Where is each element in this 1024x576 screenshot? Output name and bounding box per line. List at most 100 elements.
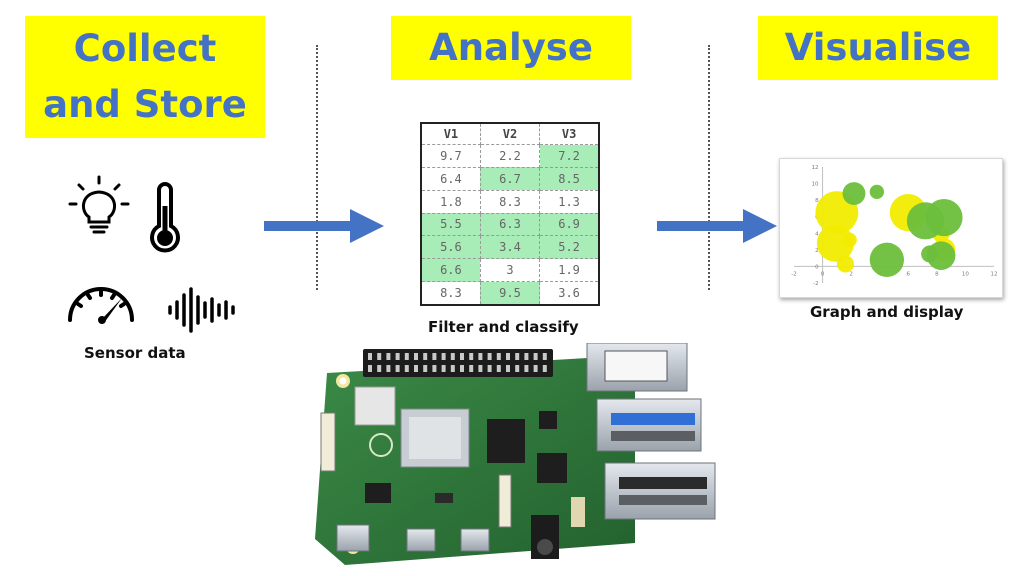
stage-visualise-label: Visualise [784,26,972,69]
gpio-pin [506,353,510,360]
gpio-pin [515,365,520,372]
gpio-pin [533,365,538,372]
table-cell: 1.3 [539,189,600,214]
bubble-green [842,182,866,205]
gpio-pin [496,353,501,360]
gpio-pin [460,353,464,360]
table-cell: 3.4 [479,235,541,260]
stage-collect-box: Collect and Store [25,16,265,138]
gpio-pin [404,353,409,360]
gpio-pin [450,353,455,360]
stage-collect-line1: Collect [73,27,217,70]
table-cell: 6.3 [479,212,541,237]
stage-analyse-box: Analyse [391,16,631,80]
chart-y-tick-label: 2 [815,248,819,254]
bubble-yellow [816,224,854,262]
gpio-pin [478,353,483,360]
bubble-chart-frame: -2024681012121086420-2 [779,158,1003,298]
table-cell: 5.6 [420,235,481,260]
gpio-pin [377,365,382,372]
stage-analyse-label: Analyse [429,26,593,69]
gpio-pin [542,365,547,372]
table-cell: 1.9 [539,258,600,283]
gpio-pin [524,353,529,360]
gpio-pin [515,353,520,360]
bubble-green [869,242,904,277]
table-cell: 5.2 [539,235,600,260]
table-cell: 6.9 [539,212,600,237]
table-cell: 5.5 [420,212,481,237]
chart-y-tick-label: 0 [815,264,819,270]
chart-y-tick-label: 12 [812,165,819,171]
bubble-yellow [836,255,854,273]
table-cell: 6.4 [420,166,481,191]
chart-y-tick-label: -2 [813,281,818,287]
chart-x-tick-label: 8 [935,271,939,277]
chart-x-tick-label: 2 [849,271,853,277]
stage-collect-line2: and Store [43,83,247,126]
bubble-chart: -2024681012121086420-2 [791,165,998,287]
gpio-pin [368,365,372,372]
table-header-row: V1 V2 V3 [420,122,600,145]
table-cell: 8.3 [479,189,541,214]
gpio-pin [386,353,391,360]
chart-y-tick-label: 8 [815,198,819,204]
speedometer-icon [68,287,134,324]
table-header-cell: V3 [539,122,600,145]
gpio-pin [423,365,428,372]
gpio-pin [404,365,409,372]
divider-left [316,45,318,290]
gpio-pin [368,353,372,360]
chart-x-tick-label: 10 [962,271,969,277]
gpio-pin [377,353,382,360]
gpio-pin [414,353,418,360]
gpio-pin [386,365,391,372]
gpio-pin [496,365,501,372]
gpio-pin [469,353,474,360]
soundwave-icon [168,287,235,333]
gpio-pin [395,365,400,372]
table-cell: 1.8 [420,189,481,214]
arrow-collect-to-analyse [264,209,384,243]
gpio-pin [469,365,474,372]
gpio-pin [450,365,455,372]
gpio-pin [441,365,446,372]
lightbulb-icon [68,175,130,234]
gpio-pin [395,353,400,360]
table-cell: 3 [479,258,541,283]
raspberry-pi-board-image [315,343,716,565]
gpio-pin [478,365,483,372]
table-cell: 9.7 [420,144,481,168]
caption-graph-display: Graph and display [810,303,964,321]
gpio-pin [524,365,529,372]
gpio-pin [432,353,437,360]
thermometer-icon [150,182,180,253]
table-cell: 9.5 [479,281,541,306]
gpio-pin [423,353,428,360]
gpio-pin [487,353,492,360]
gpio-pin [432,365,437,372]
chart-x-tick-label: 12 [991,271,998,277]
bubble-yellow [842,232,857,248]
gpio-pin [506,365,510,372]
table-header-cell: V1 [420,122,481,145]
gpio-pin [414,365,418,372]
table-cell: 6.6 [420,258,481,283]
bubble-green [926,241,956,270]
table-cell: 8.3 [420,281,481,306]
table-cell: 8.5 [539,166,600,191]
caption-sensor-data: Sensor data [84,344,186,362]
arrow-analyse-to-visualise [657,209,777,243]
chart-x-tick-label: 0 [821,271,825,277]
caption-filter-classify: Filter and classify [428,318,579,336]
gpio-pin [533,353,538,360]
stage-visualise-box: Visualise [758,16,998,80]
chart-y-tick-label: 10 [812,182,819,188]
